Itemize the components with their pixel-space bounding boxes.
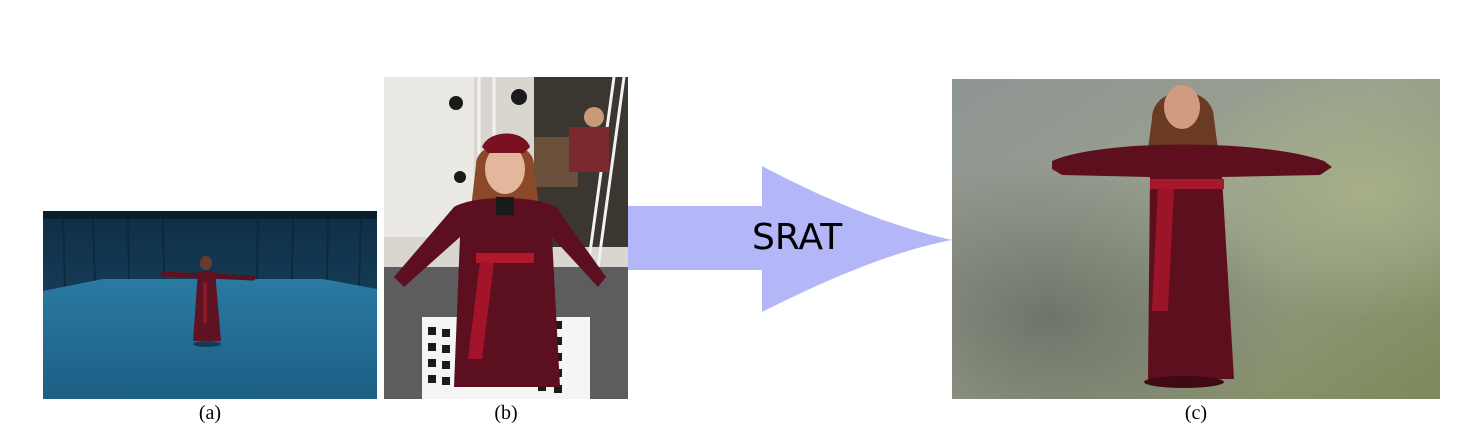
avatar-render <box>952 79 1440 399</box>
photo-b-lab-closeup <box>384 77 628 399</box>
arrow-label: SRAT <box>752 217 843 258</box>
studio-photo <box>43 211 377 399</box>
lab-photo <box>384 77 628 399</box>
photo-a-capture-studio <box>43 211 377 399</box>
transform-arrow <box>628 166 952 312</box>
photo-c-reconstructed-avatar <box>952 79 1440 399</box>
